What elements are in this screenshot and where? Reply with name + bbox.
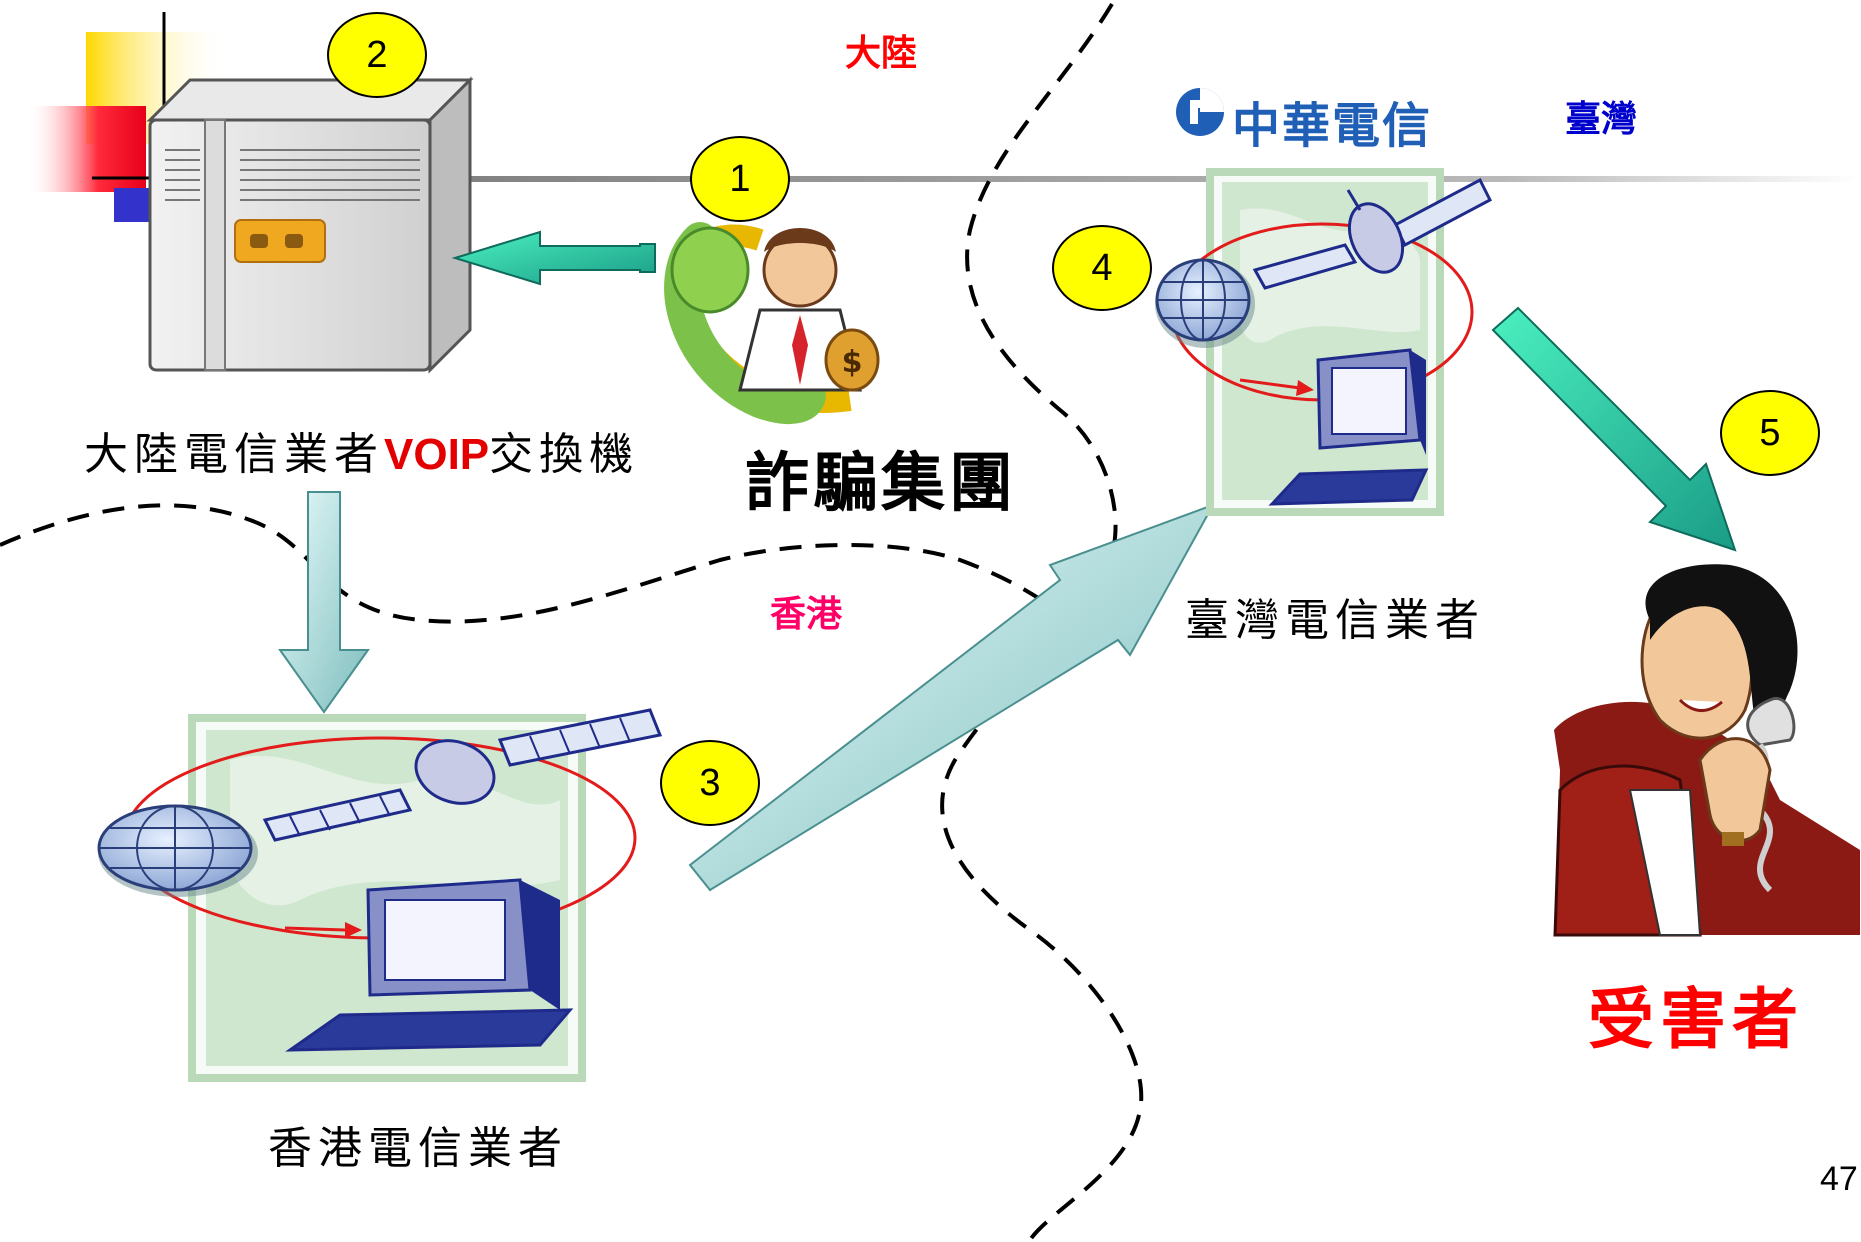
region-label-mainland: 大陸	[845, 32, 918, 74]
step-badge-5: 5	[1720, 390, 1820, 476]
region-label-taiwan: 臺灣	[1565, 98, 1638, 140]
victim-label: 受害者	[1588, 980, 1804, 1058]
voip-switch-label: 大陸電信業者VOIP交換機	[84, 418, 639, 482]
arrow-hk-to-taiwan	[688, 503, 1216, 892]
step-badge-2: 2	[327, 12, 427, 98]
satellite-network-icon	[97, 708, 663, 1082]
woman-on-phone-icon	[1553, 564, 1860, 937]
connector-line	[440, 176, 1860, 182]
step-badge-3: 3	[660, 740, 760, 826]
satellite-network-icon	[1155, 168, 1492, 516]
voip-switch-label-suffix: 交換機	[489, 429, 640, 480]
page-number: 47	[1820, 1160, 1858, 1198]
voip-switch-label-prefix: 大陸電信業者	[84, 429, 384, 480]
scammer-phone-icon: $	[664, 222, 880, 425]
arrow-taiwan-to-victim	[1491, 306, 1737, 552]
border-mainland-hongkong	[0, 503, 1072, 624]
region-label-hongkong: 香港	[770, 593, 843, 635]
arrow-switch-to-hk	[278, 491, 370, 714]
cht-logo-text: 中華電信	[1232, 100, 1433, 153]
step-badge-1: 1	[690, 136, 790, 222]
step-badge-4: 4	[1052, 225, 1152, 311]
cht-logo-icon	[1176, 88, 1224, 136]
server-icon	[146, 76, 474, 374]
fraud-group-label: 詐騙集團	[745, 446, 1017, 521]
svg-text:$: $	[842, 345, 863, 380]
arrow-fraud-to-switch	[451, 230, 656, 286]
tw-carrier-label: 臺灣電信業者	[1185, 595, 1485, 646]
voip-switch-label-highlight: VOIP	[384, 430, 490, 479]
hk-carrier-label: 香港電信業者	[268, 1123, 568, 1174]
